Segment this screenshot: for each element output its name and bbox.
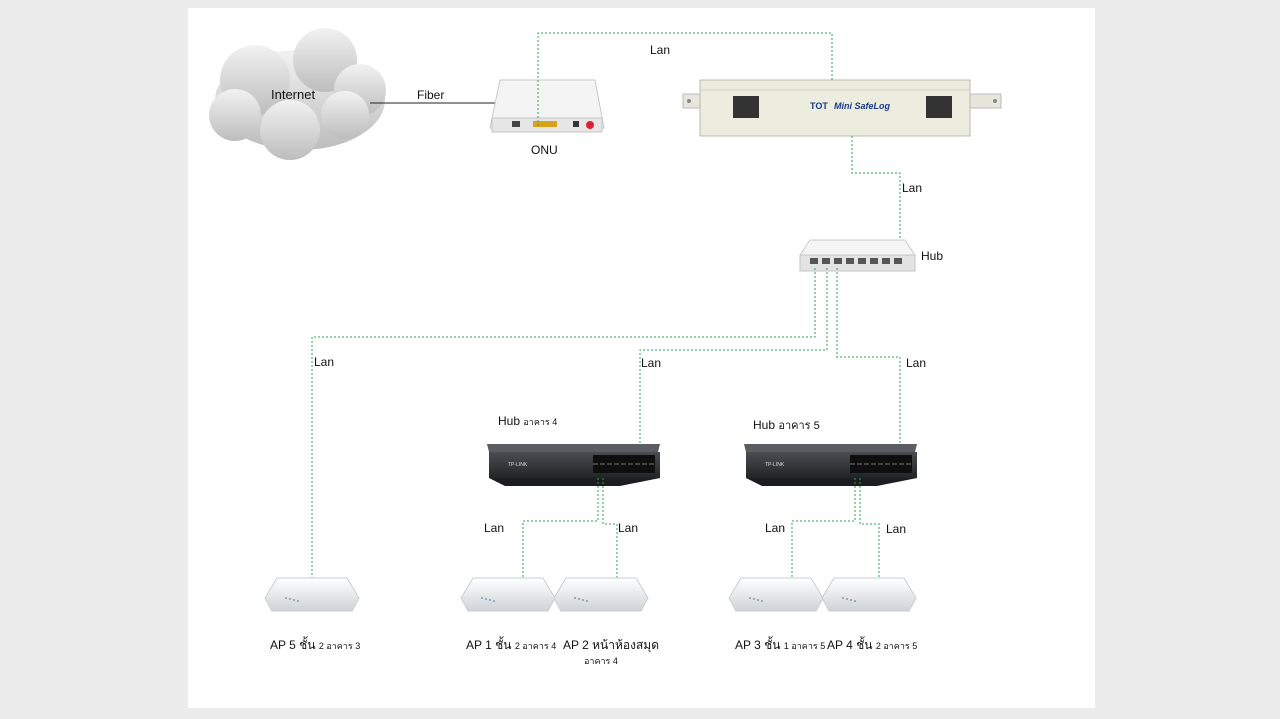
- ap3-label: AP 3 ชั้น 1 อาคาร 5: [735, 636, 825, 652]
- lan-label-hub-hub5: Lan: [906, 356, 926, 370]
- ap2-device-icon: [553, 577, 649, 612]
- lan-link-hub-hub5: [836, 268, 901, 450]
- hub-building-4-label: Hub อาคาร 4: [498, 414, 557, 428]
- lan-label-hub-ap5: Lan: [314, 355, 334, 369]
- lan-label-hub5-ap3: Lan: [765, 521, 785, 535]
- lan-link-hub-ap5: [311, 268, 816, 580]
- lan-link-hub4-ap2: [602, 478, 618, 578]
- lan-link-onu-logger: [537, 32, 833, 126]
- ap2-sublabel: อาคาร 4: [584, 656, 618, 666]
- hub-building-4-icon: [487, 444, 660, 486]
- lan-link-hub-hub4: [639, 268, 828, 450]
- hub-building-5-brand: TP-LINK: [765, 462, 785, 468]
- ap1-label: AP 1 ชั้น 2 อาคาร 4: [466, 636, 556, 652]
- lan-link-logger-hub: [851, 136, 901, 250]
- lan-label-hub4-ap1: Lan: [484, 521, 504, 535]
- internet-cloud-icon: [209, 28, 386, 160]
- onu-device-icon: [489, 79, 605, 133]
- ap4-device-icon: [821, 577, 917, 612]
- logger-brand: Mini SafeLog: [834, 101, 891, 111]
- hub-building-5-label: Hub อาคาร 5: [753, 418, 820, 432]
- onu-label: ONU: [531, 143, 558, 157]
- lan-link-hub5-ap3: [791, 478, 856, 578]
- ap4-label: AP 4 ชั้น 2 อาคาร 5: [827, 636, 917, 652]
- lan-label-hub5-ap4: Lan: [886, 522, 906, 536]
- lan-label-hub4-ap2: Lan: [618, 521, 638, 535]
- lan-label-onu-logger: Lan: [650, 43, 670, 57]
- ap5-device-icon: [264, 577, 360, 612]
- ap3-device-icon: [728, 577, 824, 612]
- lan-link-hub4-ap1: [522, 478, 599, 578]
- logger-logo: TOT: [810, 101, 828, 111]
- lan-link-hub5-ap4: [859, 478, 880, 578]
- hub-building-5-icon: [744, 444, 917, 486]
- lan-label-hub-hub4: Lan: [641, 356, 661, 370]
- logger-device-icon: [682, 79, 1002, 137]
- lan-label-logger-hub: Lan: [902, 181, 922, 195]
- ap1-device-icon: [460, 577, 556, 612]
- hub-building-4-brand: TP-LINK: [508, 462, 528, 468]
- ap2-label: AP 2 หน้าห้องสมุด: [563, 638, 659, 653]
- main-hub-icon: [799, 239, 916, 272]
- internet-label: Internet: [271, 87, 315, 102]
- fiber-label: Fiber: [417, 88, 444, 102]
- ap5-label: AP 5 ชั้น 2 อาคาร 3: [270, 636, 360, 652]
- hub-label: Hub: [921, 249, 943, 263]
